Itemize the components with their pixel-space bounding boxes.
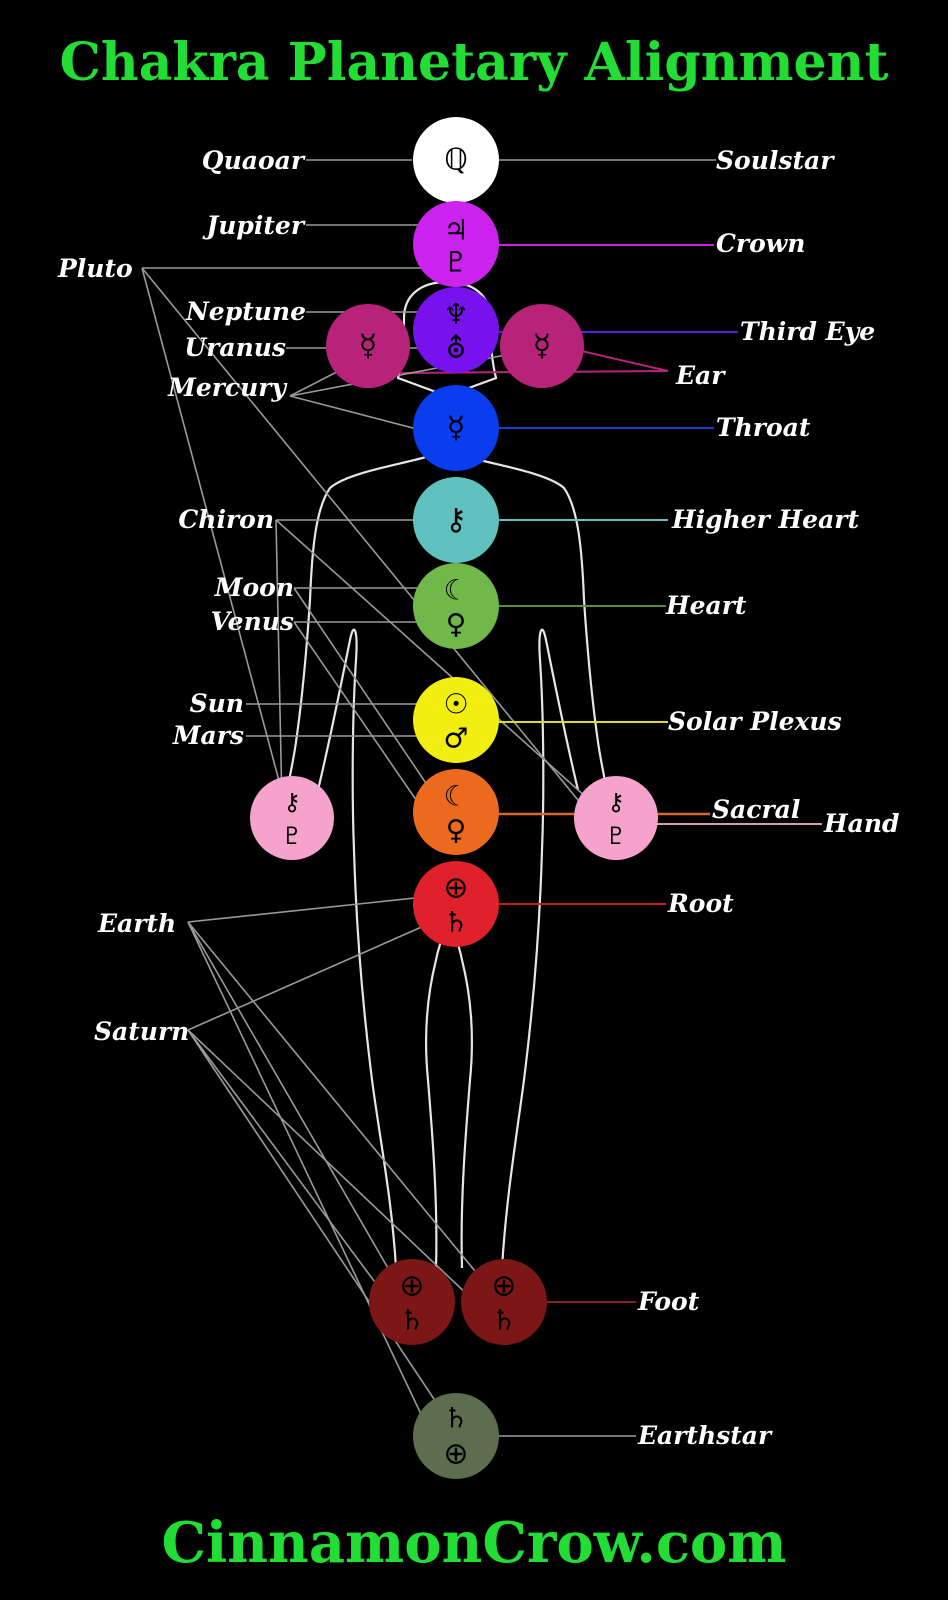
chiron-icon: ⚷ <box>607 788 625 816</box>
chakra-label-third-eye: Third Eye <box>740 317 875 346</box>
line-mercury-right-ear <box>289 349 533 397</box>
pluto-icon: ♇ <box>605 822 627 850</box>
moon-icon: ☾ <box>443 780 468 813</box>
saturn-icon: ♄ <box>491 1304 516 1337</box>
sun-icon: ☉ <box>443 688 468 721</box>
mercury-icon: ☿ <box>447 411 465 446</box>
planet-label-saturn: Saturn <box>94 1017 189 1046</box>
line-mercury-throat <box>289 395 437 435</box>
earthstar-chakra <box>413 1393 499 1479</box>
planet-label-sun: Sun <box>190 689 244 718</box>
saturn-icon: ♄ <box>443 906 468 939</box>
neptune-icon: ♆ <box>443 298 468 331</box>
planet-label-moon: Moon <box>214 573 294 602</box>
chakra-label-earthstar: Earthstar <box>637 1421 773 1450</box>
line-earth-root <box>187 895 435 923</box>
chakra-label-root: Root <box>667 889 734 918</box>
quaoar-icon: ℚ <box>444 143 468 178</box>
chakra-label-crown: Crown <box>716 229 805 258</box>
solar-plexus-chakra <box>413 677 499 763</box>
hand-chakra-right <box>574 776 658 860</box>
line-earth-left-foot <box>187 921 397 1283</box>
chakra-label-soulstar: Soulstar <box>716 146 835 175</box>
earth-icon: ⊕ <box>399 1269 424 1304</box>
line-saturn-right-foot <box>187 1029 491 1317</box>
line-chiron-left-hand <box>275 519 283 807</box>
planet-label-quaoar: Quaoar <box>202 146 306 175</box>
venus-icon: ♀ <box>446 814 467 847</box>
chakra-label-heart: Heart <box>665 591 747 620</box>
crown-chakra <box>413 201 499 287</box>
line-pluto-left-hand <box>141 267 291 823</box>
jupiter-icon: ♃ <box>443 214 468 247</box>
ear-chakra-right <box>500 304 584 388</box>
connector-lines <box>141 159 822 1451</box>
planet-labels: Quaoar Jupiter Pluto Neptune Uranus Merc… <box>57 146 306 1046</box>
planet-glyphs: ℚ ♃ ♇ ♆ ⛢ ☿ ☿ ☿ ⚷ ☾ ♀ ☉ ♂ ☾ ♀ ⚷ ♇ ⚷ ♇ ⊕ … <box>281 143 627 1472</box>
planet-label-mars: Mars <box>172 721 244 750</box>
chakra-label-higher-heart: Higher Heart <box>671 505 859 534</box>
chakra-labels: Soulstar Crown Third Eye Ear Throat High… <box>637 146 899 1450</box>
line-moon-sacral <box>293 587 437 799</box>
chiron-icon: ⚷ <box>445 503 467 538</box>
line-pluto-right-hand <box>141 267 597 823</box>
planet-label-mercury: Mercury <box>167 373 287 402</box>
pluto-icon: ♇ <box>443 246 468 279</box>
site-footer: CinnamonCrow.com <box>161 1510 786 1576</box>
line-saturn-root <box>187 917 443 1031</box>
mercury-icon: ☿ <box>533 329 551 364</box>
line-saturn-earthstar <box>187 1029 441 1409</box>
planet-label-earth: Earth <box>97 909 176 938</box>
chakra-label-ear: Ear <box>675 361 726 390</box>
planet-label-neptune: Neptune <box>185 297 306 326</box>
hand-chakra-left <box>250 776 334 860</box>
root-chakra <box>413 861 499 947</box>
heart-chakra <box>413 563 499 649</box>
chakra-label-hand: Hand <box>823 809 899 838</box>
venus-icon: ♀ <box>446 608 467 641</box>
planet-label-pluto: Pluto <box>57 254 133 283</box>
foot-chakra-left <box>369 1259 455 1345</box>
chakra-label-solar-plexus: Solar Plexus <box>668 707 842 736</box>
line-saturn-left-foot <box>187 1029 401 1317</box>
line-venus-sacral <box>293 621 435 827</box>
chakra-label-throat: Throat <box>716 413 811 442</box>
planet-label-venus: Venus <box>211 607 294 636</box>
soulstar-chakra <box>413 117 499 203</box>
line-chiron-right-hand <box>275 519 597 807</box>
moon-icon: ☾ <box>443 574 468 607</box>
line-earth-right-foot <box>187 921 485 1283</box>
saturn-icon: ♄ <box>443 1402 468 1435</box>
line-earth-earthstar <box>187 921 439 1451</box>
uranus-icon: ⛢ <box>446 332 467 365</box>
third-eye-chakra <box>413 287 499 373</box>
mercury-icon: ☿ <box>359 329 377 364</box>
mars-icon: ♂ <box>443 722 468 755</box>
ear-chakra-left <box>326 304 410 388</box>
planet-label-jupiter: Jupiter <box>202 211 305 240</box>
chiron-icon: ⚷ <box>283 788 301 816</box>
saturn-icon: ♄ <box>399 1304 424 1337</box>
pluto-icon: ♇ <box>281 822 303 850</box>
earth-icon: ⊕ <box>443 1437 468 1472</box>
chakra-label-sacral: Sacral <box>712 795 800 824</box>
chakra-circles <box>250 117 658 1479</box>
throat-chakra <box>413 385 499 471</box>
planet-label-chiron: Chiron <box>178 505 274 534</box>
sacral-chakra <box>413 769 499 855</box>
earth-icon: ⊕ <box>443 871 468 906</box>
higher-heart-chakra <box>413 477 499 563</box>
earth-icon: ⊕ <box>491 1269 516 1304</box>
planet-label-uranus: Uranus <box>184 333 286 362</box>
page-title: Chakra Planetary Alignment <box>60 32 889 93</box>
foot-chakra-right <box>461 1259 547 1345</box>
chakra-label-foot: Foot <box>637 1287 700 1316</box>
